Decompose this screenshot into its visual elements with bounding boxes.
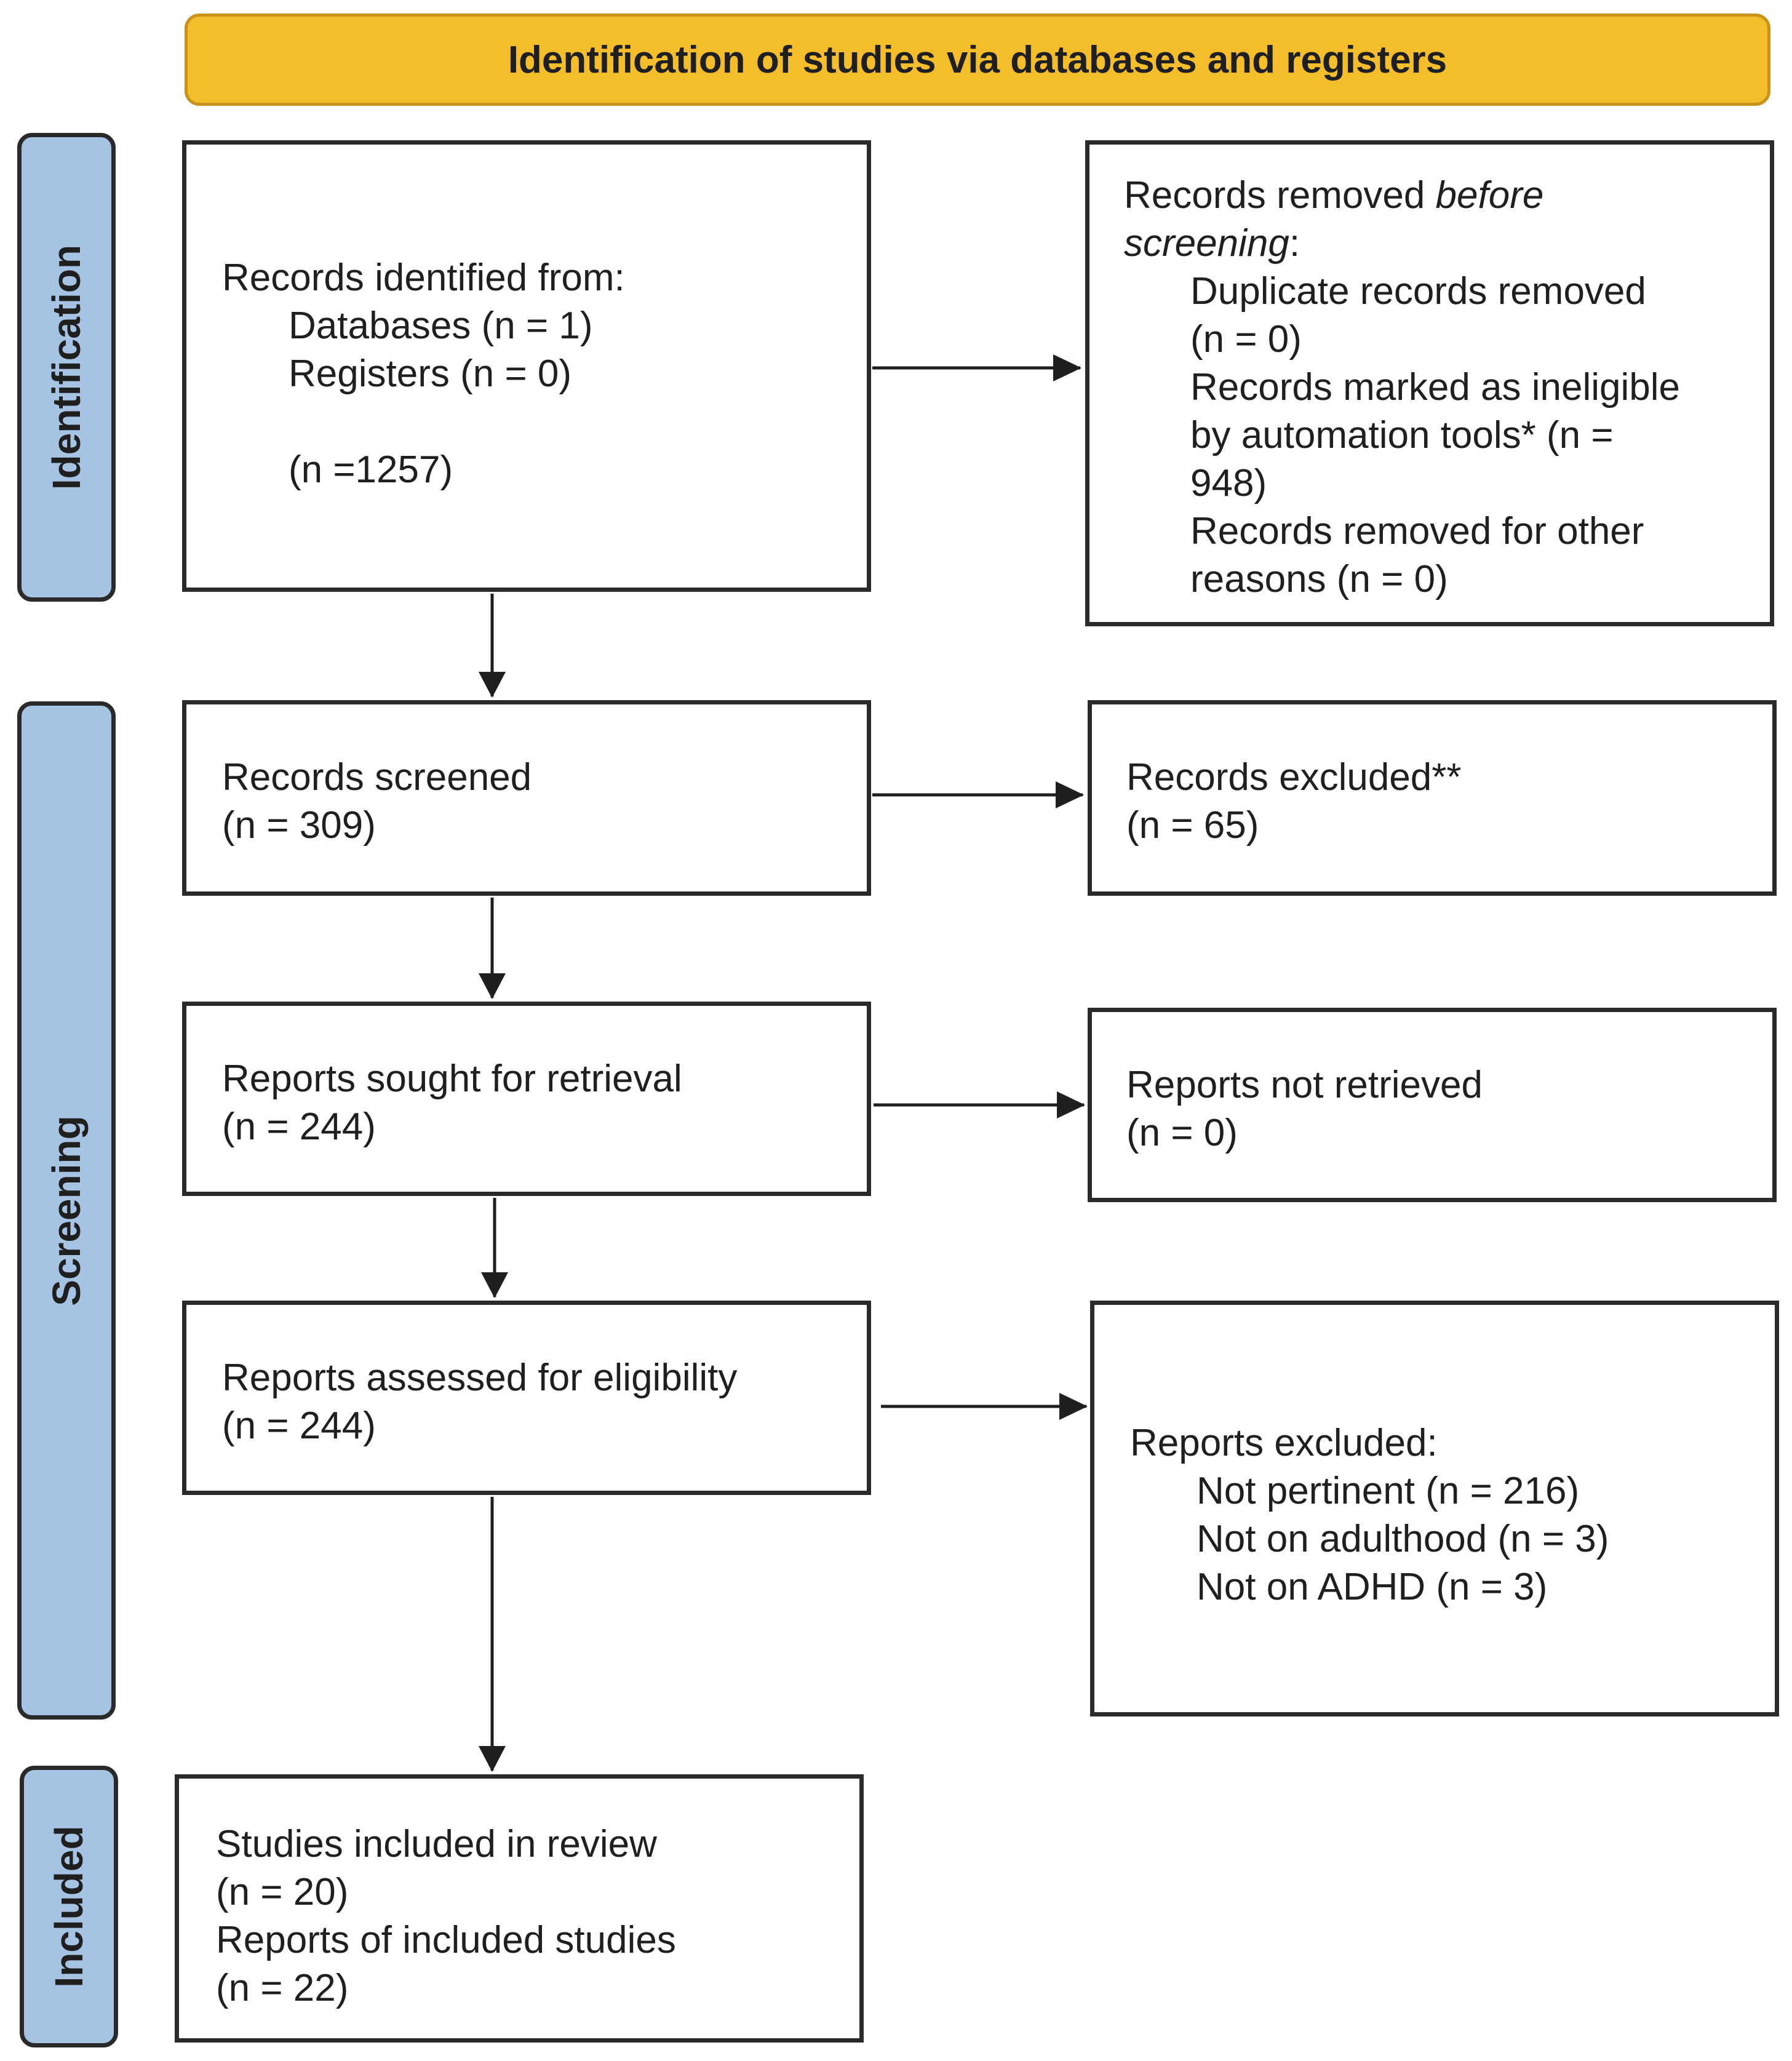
phase-included: Included: [20, 1766, 118, 2047]
records-identified-total: (n =1257): [289, 448, 453, 491]
records-screened-box: Records screened (n = 309): [182, 700, 871, 896]
header-banner: Identification of studies via databases …: [185, 14, 1770, 106]
records-removed-box: Records removed before screening: Duplic…: [1085, 140, 1774, 626]
records-excluded-label: Records excluded**: [1126, 756, 1462, 799]
arrowhead-down-2: [479, 973, 506, 999]
reports-assessed-count: (n = 244): [222, 1405, 376, 1447]
other-removed: Records removed for other: [1190, 510, 1644, 552]
arrowhead-down-1: [479, 672, 506, 698]
excluded-not-pertinent: Not pertinent (n = 216): [1197, 1470, 1580, 1512]
reports-not-retrieved-count: (n = 0): [1126, 1112, 1238, 1154]
reports-not-retrieved-box: Reports not retrieved (n = 0): [1088, 1008, 1777, 1202]
studies-included-box: Studies included in review (n = 20) Repo…: [175, 1774, 864, 2043]
excluded-not-adhd: Not on ADHD (n = 3): [1197, 1566, 1548, 1608]
reports-included-count: (n = 22): [216, 1967, 349, 2009]
reports-included-label: Reports of included studies: [216, 1919, 676, 1961]
records-databases: Databases (n = 1): [289, 305, 593, 347]
studies-included-count: (n = 20): [216, 1871, 349, 1913]
duplicates-removed-count: (n = 0): [1190, 318, 1302, 361]
other-removed-count: reasons (n = 0): [1190, 558, 1448, 600]
reports-assessed-box: Reports assessed for eligibility (n = 24…: [182, 1301, 871, 1495]
phase-identification: Identification: [17, 133, 116, 602]
ineligible-records-tools: by automation tools* (n =: [1190, 414, 1614, 456]
reports-excluded-box: Reports excluded: Not pertinent (n = 216…: [1090, 1301, 1779, 1716]
arrowhead-right-1: [1053, 354, 1081, 381]
records-registers: Registers (n = 0): [289, 353, 572, 395]
records-excluded-count: (n = 65): [1126, 804, 1259, 847]
phase-screening: Screening: [17, 701, 116, 1720]
duplicates-removed: Duplicate records removed: [1190, 270, 1646, 313]
reports-assessed-label: Reports assessed for eligibility: [222, 1357, 738, 1399]
records-screened-label: Records screened: [222, 756, 532, 799]
excluded-not-adulthood: Not on adulthood (n = 3): [1197, 1518, 1609, 1560]
records-identified-heading: Records identified from:: [222, 257, 625, 299]
arrowhead-right-3: [1057, 1091, 1085, 1118]
records-identified-box: Records identified from: Databases (n = …: [182, 140, 871, 592]
arrowhead-down-4: [479, 1746, 506, 1772]
reports-sought-count: (n = 244): [222, 1106, 376, 1148]
reports-sought-label: Reports sought for retrieval: [222, 1058, 682, 1100]
records-removed-heading: Records removed before: [1124, 174, 1544, 217]
header-title: Identification of studies via databases …: [508, 38, 1448, 81]
reports-not-retrieved-label: Reports not retrieved: [1126, 1064, 1483, 1106]
ineligible-records-count: 948): [1190, 462, 1267, 504]
records-screened-count: (n = 309): [222, 804, 376, 847]
arrowhead-right-4: [1059, 1393, 1088, 1420]
reports-excluded-heading: Reports excluded:: [1130, 1422, 1438, 1464]
arrowhead-down-3: [481, 1272, 508, 1298]
reports-sought-box: Reports sought for retrieval (n = 244): [182, 1002, 871, 1196]
ineligible-records: Records marked as ineligible: [1190, 366, 1681, 409]
studies-included-label: Studies included in review: [216, 1823, 657, 1865]
records-excluded-box: Records excluded** (n = 65): [1088, 700, 1777, 896]
arrowhead-right-2: [1056, 781, 1084, 808]
